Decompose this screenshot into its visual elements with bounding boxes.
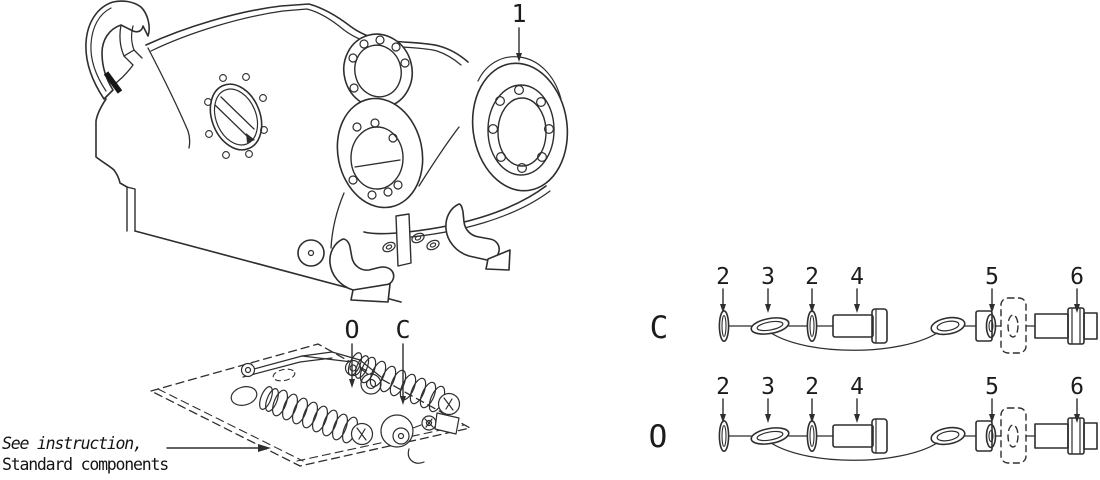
latch-open-arrow [349, 343, 355, 388]
plate-hook-tail [407, 448, 425, 464]
front-spring [259, 386, 374, 446]
left-port-disc [204, 73, 268, 159]
row-o-callout-6: 6 [1070, 374, 1084, 400]
row-c-callout-3: 3 [761, 264, 775, 290]
fastener-row-o-drawing [718, 398, 1098, 464]
row-c-callout-6: 6 [1070, 264, 1084, 290]
plate-slot [272, 368, 296, 382]
latch-assembly-drawing [150, 343, 471, 467]
rear-spring [347, 352, 461, 416]
center-hub [336, 97, 424, 209]
row-c-callout-2b: 2 [805, 264, 819, 290]
callout-1-label: 1 [511, 0, 527, 28]
boss-circle [297, 239, 325, 267]
plate-hole [230, 386, 258, 406]
row-o-callout-4: 4 [850, 374, 864, 400]
body-creases [147, 47, 460, 249]
middle-flange [342, 33, 414, 109]
dashed-base-plate [150, 343, 471, 467]
fastener-row-c-drawing [718, 288, 1098, 354]
hook-bold-mark [103, 71, 123, 94]
row-o-callout-3: 3 [761, 374, 775, 400]
roller-screw [380, 412, 460, 448]
row-o-label: O [648, 419, 668, 455]
row-c-label: C [649, 310, 669, 346]
row-c-callout-2a: 2 [716, 264, 730, 290]
claw-brackets [329, 203, 511, 303]
latch-close-arrow [400, 343, 406, 405]
note-line-2: Standard components [2, 455, 169, 474]
callout-1-arrow [516, 27, 522, 62]
row-o-callout-5: 5 [985, 374, 999, 400]
housing-drawing [85, 0, 569, 303]
note-arrow [166, 444, 271, 452]
row-o-callout-2a: 2 [716, 374, 730, 400]
row-o-callout-2b: 2 [805, 374, 819, 400]
mount-flange [471, 56, 569, 192]
latch-close-label: C [395, 315, 411, 344]
top-bracket [240, 351, 382, 395]
hook-latch [85, 0, 150, 100]
row-c-callout-5: 5 [985, 264, 999, 290]
row-c-callout-4: 4 [850, 264, 864, 290]
note-line-1: See instruction, [2, 434, 143, 453]
latch-open-label: O [344, 315, 360, 344]
